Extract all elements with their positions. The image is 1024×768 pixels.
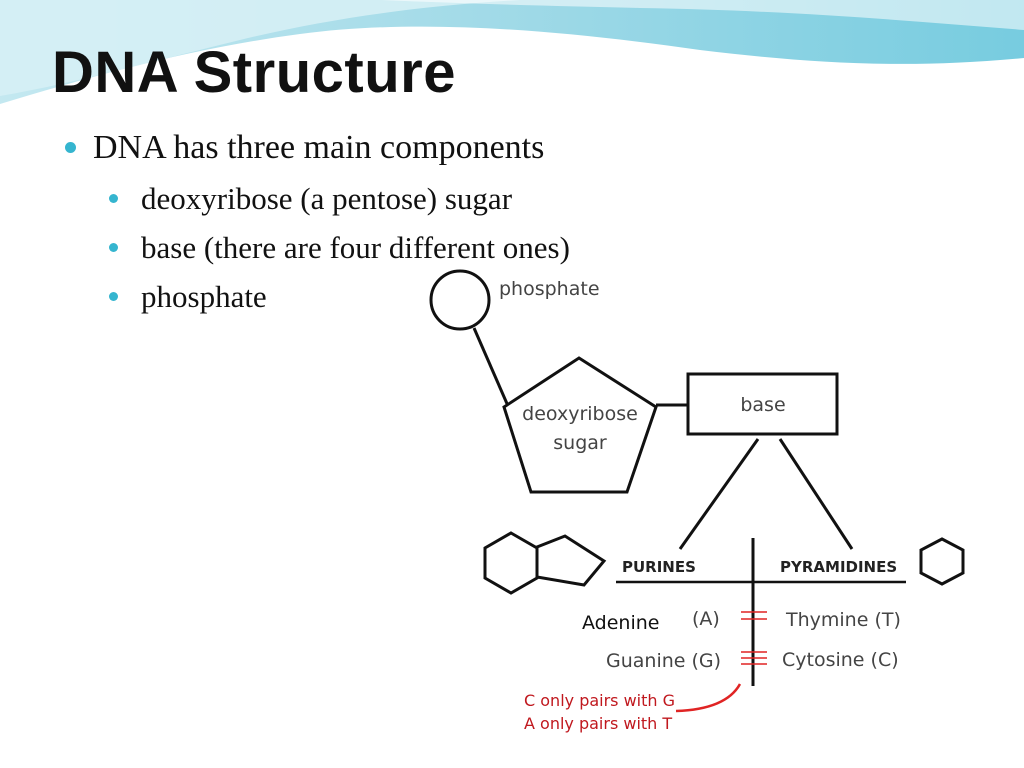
bullet-item-sugar: deoxyribose (a pentose) sugar xyxy=(109,181,513,217)
pairing-note-line2: A only pairs with T xyxy=(524,714,672,733)
triple-bond-icon xyxy=(741,651,767,665)
cytosine-label: Cytosine (C) xyxy=(782,649,899,671)
note-arrow-curve xyxy=(675,683,742,713)
adenine-label: Adenine xyxy=(582,612,659,634)
bullet-item-components: DNA has three main components xyxy=(65,129,545,167)
double-bond-icon xyxy=(741,611,767,620)
pyramidines-header: PYRAMIDINES xyxy=(780,558,897,576)
adenine-abbrev: (A) xyxy=(692,608,720,630)
bullet-item-phosphate: phosphate xyxy=(109,279,267,315)
nucleotide-diagram: phosphate deoxyribose sugar base PURINES… xyxy=(418,266,984,744)
phosphate-circle-icon xyxy=(429,269,491,331)
base-purines-branch xyxy=(678,438,760,550)
bullet-text: DNA has three main components xyxy=(93,129,545,166)
diagram-background xyxy=(418,266,984,744)
thymine-label: Thymine (T) xyxy=(785,609,901,631)
base-label: base xyxy=(740,394,785,416)
header-wave-decoration xyxy=(0,0,1024,104)
bullet-dot-icon xyxy=(109,243,118,252)
bullet-text: phosphate xyxy=(141,279,267,314)
slide-title: DNA Structure xyxy=(52,40,456,105)
sugar-label-line2: sugar xyxy=(553,432,607,454)
phosphate-label: phosphate xyxy=(499,278,600,300)
guanine-label: Guanine (G) xyxy=(606,650,721,672)
purine-pentagon-icon xyxy=(535,534,607,587)
sugar-pentagon-icon xyxy=(502,356,658,494)
phosphate-sugar-bond xyxy=(472,327,510,407)
bullet-text: deoxyribose (a pentose) sugar xyxy=(141,181,513,216)
base-box xyxy=(686,372,839,436)
bullet-dot-icon xyxy=(109,194,118,203)
bullet-dot-icon xyxy=(65,142,76,153)
sugar-label-line1: deoxyribose xyxy=(522,403,638,425)
pairing-note-line1: C only pairs with G xyxy=(524,691,675,710)
purines-header: PURINES xyxy=(622,558,696,576)
purine-hexagon-icon xyxy=(483,531,539,595)
pyrimidine-hexagon-icon xyxy=(919,537,965,586)
bullet-dot-icon xyxy=(109,292,118,301)
base-pyramidines-branch xyxy=(778,438,854,550)
bullet-text: base (there are four different ones) xyxy=(141,230,570,265)
bullet-item-base: base (there are four different ones) xyxy=(109,230,570,266)
